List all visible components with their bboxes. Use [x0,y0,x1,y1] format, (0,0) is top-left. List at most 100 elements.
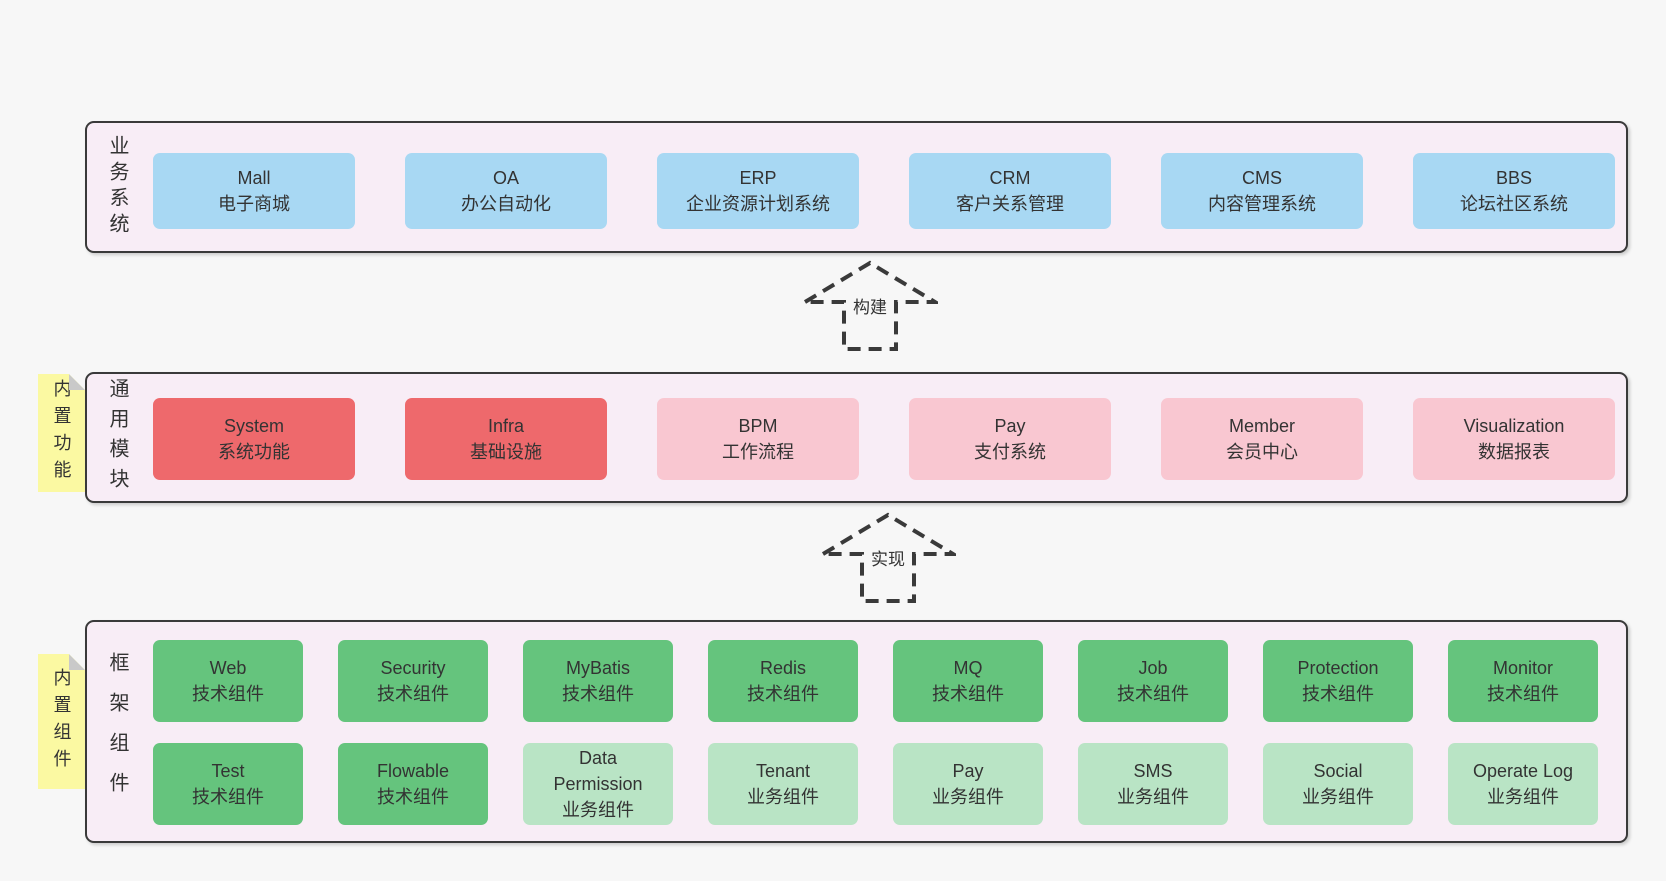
modules-boxes-row: System 系统功能 Infra 基础设施 BPM 工作流程 Pay 支付系统… [153,398,1615,480]
builtin-features-note: 内置功能 [38,374,85,492]
business-boxes-row: Mall 电子商城 OA 办公自动化 ERP 企业资源计划系统 CRM 客户关系… [153,153,1615,229]
box-redis: Redis 技术组件 [708,640,858,722]
box-bbs: BBS 论坛社区系统 [1413,153,1615,229]
box-pay-biz: Pay 业务组件 [893,743,1043,825]
framework-boxes-row-1: Web 技术组件 Security 技术组件 MyBatis 技术组件 Redi… [153,640,1598,722]
box-monitor: Monitor 技术组件 [1448,640,1598,722]
box-title: MQ [953,658,983,678]
box-title: Data Permission [553,748,643,794]
box-bpm: BPM 工作流程 [657,398,859,480]
box-social: Social 业务组件 [1263,743,1413,825]
box-subtitle: 论坛社区系统 [1460,194,1568,214]
box-subtitle: 技术组件 [1302,684,1374,704]
box-data-permission: Data Permission 业务组件 [523,743,673,825]
box-subtitle: 业务组件 [1117,787,1189,807]
box-flowable: Flowable 技术组件 [338,743,488,825]
box-title: Pay [952,761,984,781]
box-subtitle: 系统功能 [218,442,290,462]
layer-common-modules-label: 通用模块 [106,377,128,498]
box-tenant: Tenant 业务组件 [708,743,858,825]
box-title: CRM [989,168,1031,188]
box-pay-system: Pay 支付系统 [909,398,1111,480]
box-subtitle: 业务组件 [562,800,634,820]
box-title: Security [380,658,446,678]
implement-arrow-label: 实现 [868,544,908,571]
builtin-components-note: 内置组件 [38,654,85,789]
box-title: Test [211,761,245,781]
box-cms: CMS 内容管理系统 [1161,153,1363,229]
box-subtitle: 技术组件 [192,787,264,807]
implement-arrow: 实现 [820,510,956,606]
box-subtitle: 企业资源计划系统 [686,194,830,214]
box-title: Monitor [1492,658,1554,678]
box-mall: Mall 电子商城 [153,153,355,229]
box-subtitle: 办公自动化 [461,194,551,214]
box-title: Job [1138,658,1168,678]
box-subtitle: 工作流程 [722,442,794,462]
box-title: OA [492,168,519,188]
up-arrow-icon [802,260,938,351]
box-operate-log: Operate Log 业务组件 [1448,743,1598,825]
box-visualization: Visualization 数据报表 [1413,398,1615,480]
box-title: Social [1313,761,1363,781]
layer-business-systems: 业务系统 Mall 电子商城 OA 办公自动化 ERP 企业资源计划系统 CRM… [85,121,1628,253]
box-subtitle: 技术组件 [747,684,819,704]
folded-corner-icon [69,654,85,670]
box-subtitle: 业务组件 [1302,787,1374,807]
box-subtitle: 技术组件 [562,684,634,704]
layer-business-systems-label: 业务系统 [106,135,128,239]
box-title: Visualization [1463,416,1565,436]
box-title: SMS [1133,761,1173,781]
box-member: Member 会员中心 [1161,398,1363,480]
up-arrow-icon [820,512,956,603]
box-title: BPM [738,416,778,436]
box-subtitle: 技术组件 [192,684,264,704]
box-sms: SMS 业务组件 [1078,743,1228,825]
box-oa: OA 办公自动化 [405,153,607,229]
box-title: Mall [237,168,271,188]
box-test: Test 技术组件 [153,743,303,825]
framework-boxes-row-2: Test 技术组件 Flowable 技术组件 Data Permission … [153,743,1598,825]
box-subtitle: 会员中心 [1226,442,1298,462]
box-title: Tenant [755,761,811,781]
box-mybatis: MyBatis 技术组件 [523,640,673,722]
box-subtitle: 技术组件 [1487,684,1559,704]
box-title: Pay [994,416,1026,436]
box-subtitle: 业务组件 [1487,787,1559,807]
box-title: Redis [759,658,807,678]
box-subtitle: 电子商城 [218,194,290,214]
box-title: System [223,416,284,436]
builtin-features-note-text: 内置功能 [51,379,72,487]
builtin-components-note-text: 内置组件 [51,667,72,776]
layer-framework-components-label: 框架组件 [106,651,128,812]
box-subtitle: 技术组件 [1117,684,1189,704]
box-infra: Infra 基础设施 [405,398,607,480]
box-title: Web [209,658,247,678]
folded-corner-icon [69,374,85,390]
box-title: Protection [1297,658,1379,678]
box-subtitle: 内容管理系统 [1208,194,1316,214]
box-subtitle: 支付系统 [974,442,1046,462]
build-arrow: 构建 [802,258,938,354]
box-crm: CRM 客户关系管理 [909,153,1111,229]
box-subtitle: 技术组件 [377,684,449,704]
layer-framework-components: 框架组件 Web 技术组件 Security 技术组件 MyBatis 技术组件… [85,620,1628,843]
build-arrow-label: 构建 [850,292,890,319]
box-subtitle: 业务组件 [747,787,819,807]
box-title: Member [1228,416,1295,436]
box-subtitle: 客户关系管理 [956,194,1064,214]
box-mq: MQ 技术组件 [893,640,1043,722]
box-subtitle: 数据报表 [1478,442,1550,462]
box-title: Flowable [376,761,450,781]
box-security: Security 技术组件 [338,640,488,722]
box-subtitle: 技术组件 [932,684,1004,704]
box-title: Operate Log [1472,761,1574,781]
box-protection: Protection 技术组件 [1263,640,1413,722]
box-subtitle: 业务组件 [932,787,1004,807]
box-system: System 系统功能 [153,398,355,480]
box-title: MyBatis [565,658,630,678]
box-title: CMS [1242,168,1282,188]
layer-common-modules: 通用模块 System 系统功能 Infra 基础设施 BPM 工作流程 Pay… [85,372,1628,503]
box-title: Infra [487,416,525,436]
